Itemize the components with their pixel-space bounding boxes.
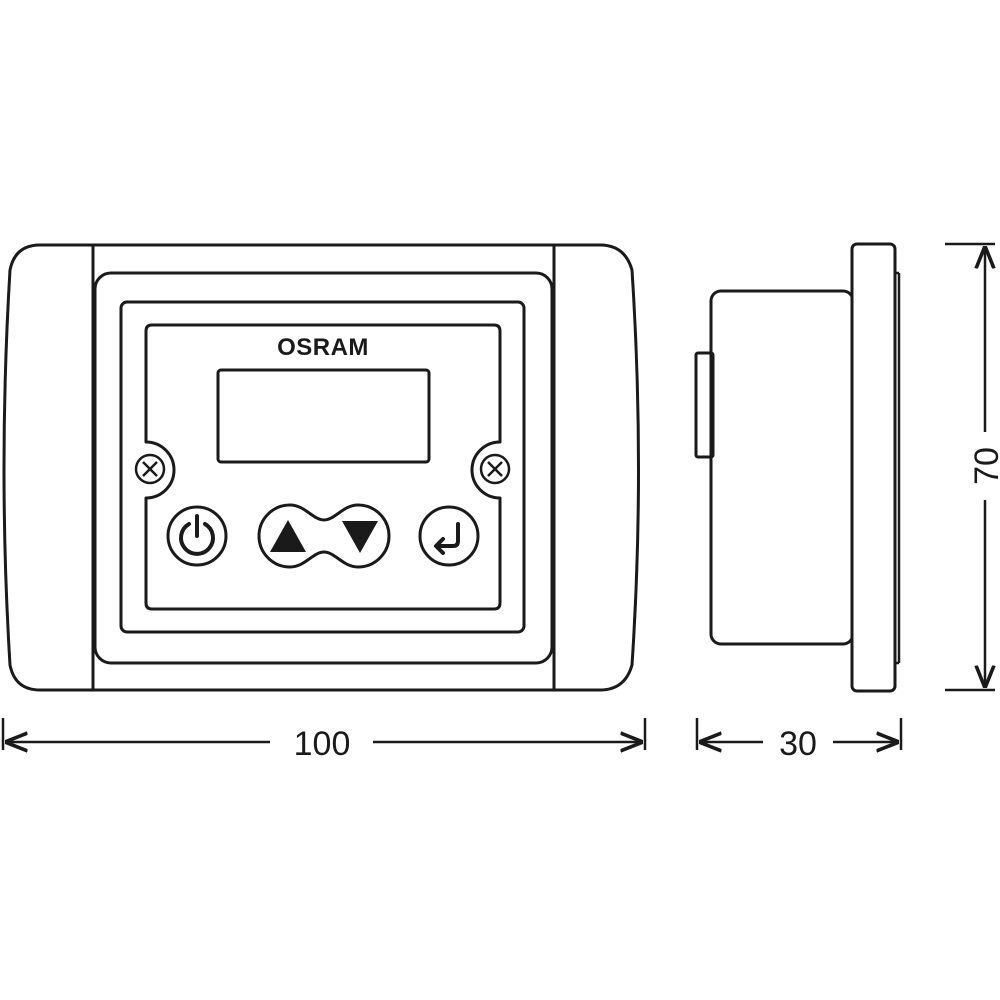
- power-button[interactable]: [166, 505, 228, 567]
- enter-button[interactable]: [418, 505, 480, 567]
- side-flange: [850, 242, 897, 693]
- power-icon: [179, 514, 215, 556]
- side-body: [709, 289, 855, 646]
- up-down-button-outline: [257, 503, 391, 569]
- outer-frame: [93, 271, 554, 665]
- enter-return-icon: [434, 522, 460, 555]
- inner-frame: [119, 300, 526, 634]
- dimension-width: 100: [1, 718, 647, 763]
- display-window: [216, 368, 431, 464]
- side-tab: [694, 351, 715, 459]
- dimension-height-label: 70: [968, 447, 1000, 485]
- outer-housing: [2, 243, 640, 692]
- side-view: [694, 242, 901, 693]
- brand-logo: OSRAM: [277, 334, 369, 361]
- front-view: OSRAM: [2, 243, 640, 692]
- dimension-width-label: 100: [294, 725, 351, 763]
- triangle-down-icon[interactable]: [342, 521, 378, 553]
- up-down-button-group: [257, 503, 391, 569]
- dimension-depth-label: 30: [779, 725, 817, 763]
- triangle-up-icon[interactable]: [270, 520, 306, 552]
- dimension-depth: 30: [695, 718, 903, 763]
- screw-icon-left: [134, 453, 166, 485]
- screw-icon-right: [479, 453, 511, 485]
- faceplate: [144, 323, 502, 611]
- dimension-height: 70: [945, 242, 1000, 692]
